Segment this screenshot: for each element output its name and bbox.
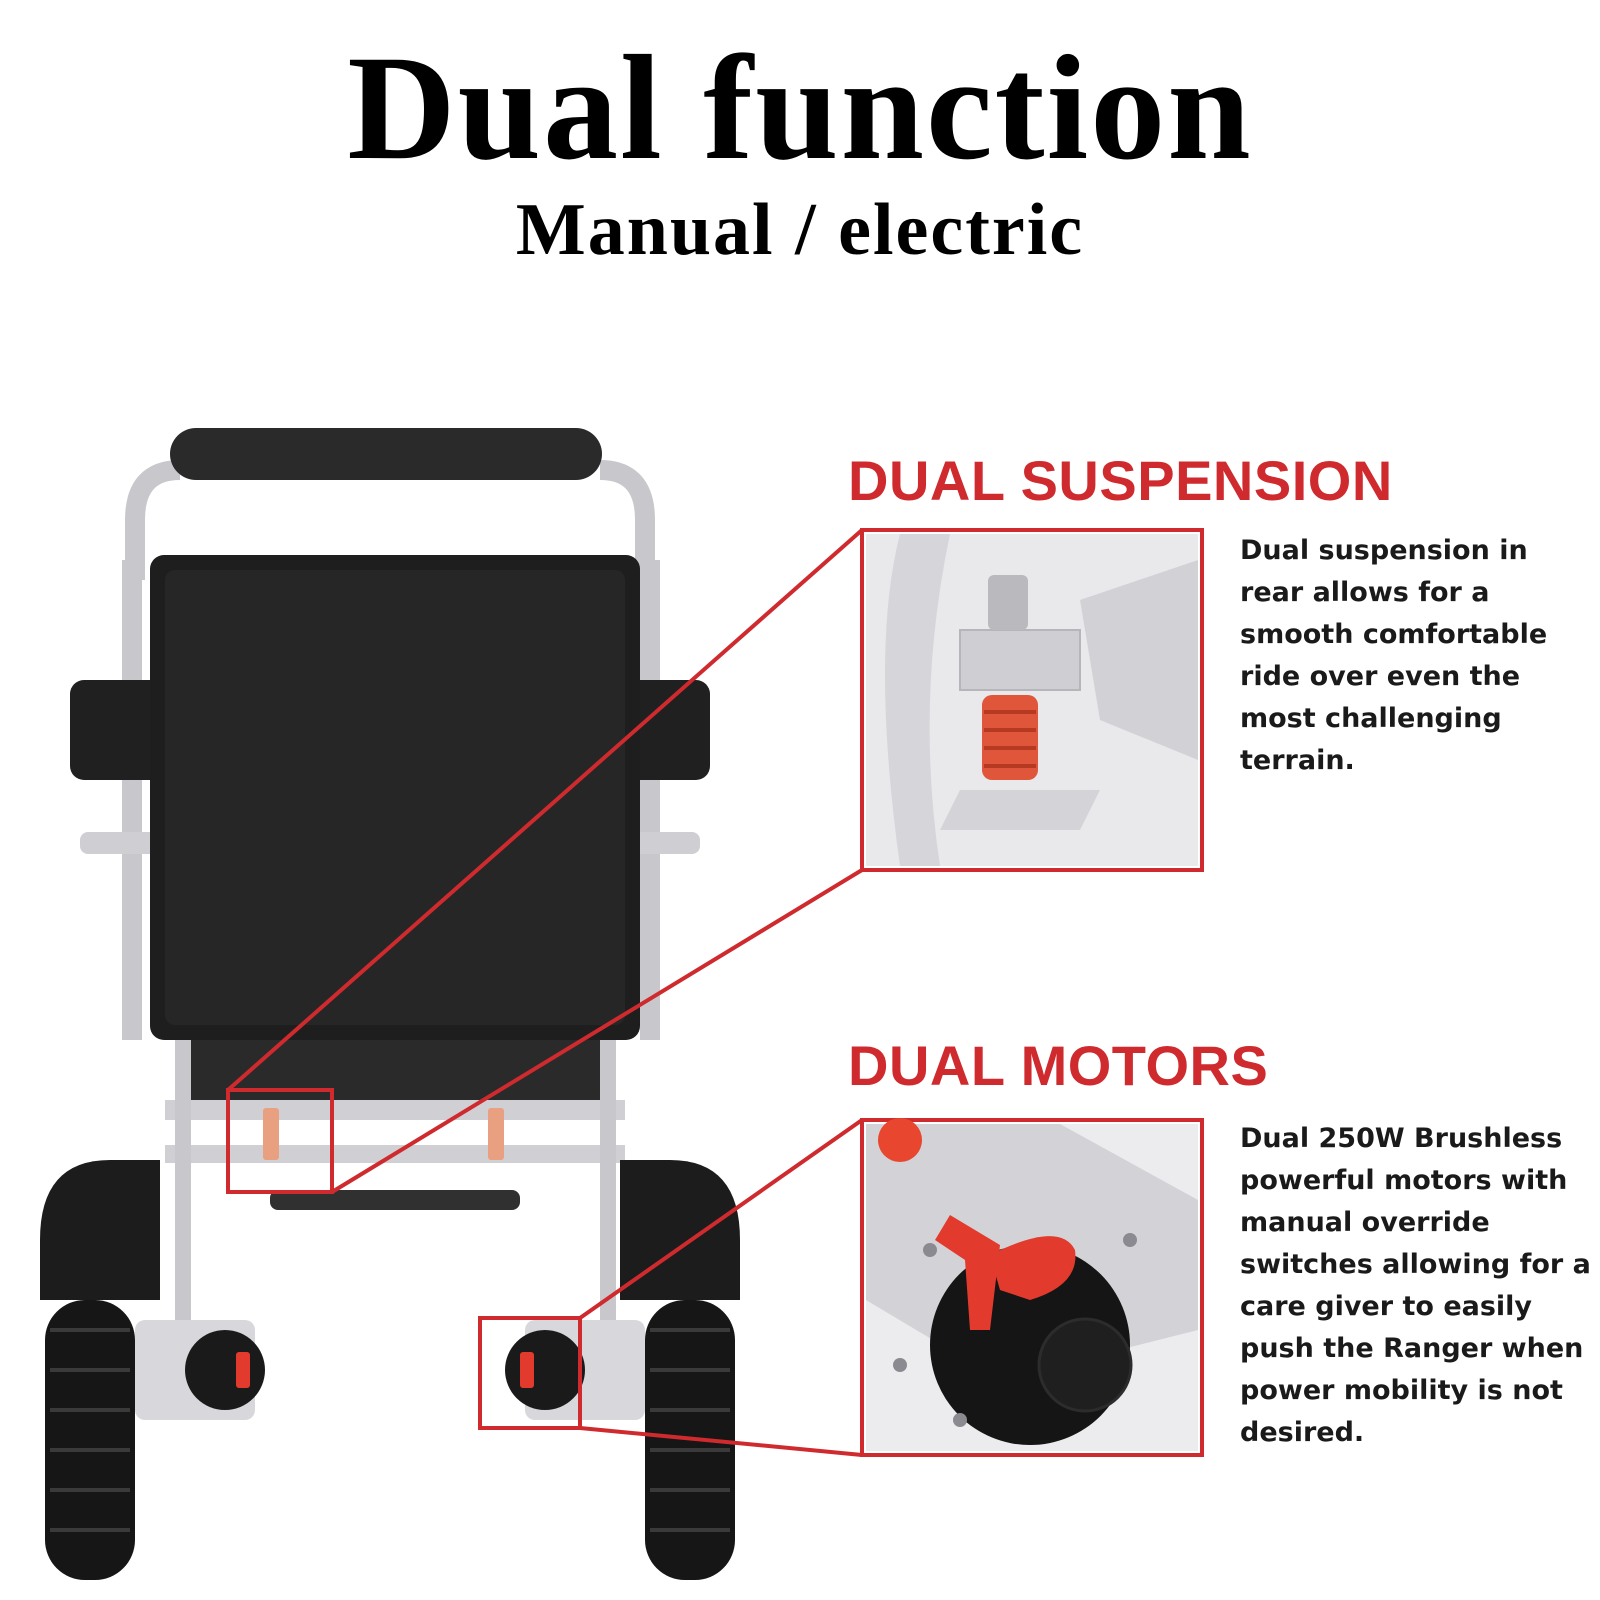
handle-frame-right — [599, 460, 655, 580]
armrest-left — [70, 680, 170, 780]
feature-description-motors: Dual 250W Brushless powerful motors with… — [1240, 1123, 1591, 1448]
motor-highlight-box — [478, 1316, 582, 1430]
feature-description-suspension: Dual suspension in rear allows for a smo… — [1240, 535, 1548, 776]
feature-heading-suspension: DUAL SUSPENSION — [848, 449, 1393, 512]
rear-strut-left — [175, 1040, 191, 1340]
side-frame-right — [640, 560, 660, 1040]
push-handle — [170, 428, 602, 480]
feature-heading-motors: DUAL MOTORS — [848, 1034, 1269, 1097]
page-subtitle: Manual / electric — [515, 189, 1085, 271]
motor-detail-frame — [860, 1118, 1204, 1457]
fender-left — [40, 1160, 160, 1300]
page-title: Dual function — [347, 25, 1253, 191]
suspension-spring-right — [488, 1108, 504, 1160]
suspension-highlight-box — [226, 1088, 334, 1194]
suspension-callout — [226, 528, 1204, 1194]
rear-strut-right — [600, 1040, 616, 1340]
cross-bar-lower — [165, 1100, 625, 1120]
motor-cap-left — [185, 1330, 265, 1410]
backrest-fabric — [165, 570, 625, 1025]
side-frame-left — [122, 560, 142, 1040]
handle-frame-left — [125, 460, 181, 580]
override-switch-left — [236, 1352, 250, 1388]
motor-cap-right — [505, 1330, 585, 1410]
rear-wheel-left — [45, 1300, 135, 1580]
suspension-spring-left — [263, 1108, 279, 1160]
override-switch-right — [520, 1352, 534, 1388]
wire-bundle — [270, 1190, 520, 1210]
fender-right — [620, 1160, 740, 1300]
suspension-detail-image — [866, 534, 1198, 866]
suspension-detail-frame — [860, 528, 1204, 872]
motor-detail-image — [866, 1118, 1198, 1451]
motors-callout — [478, 1118, 1204, 1457]
